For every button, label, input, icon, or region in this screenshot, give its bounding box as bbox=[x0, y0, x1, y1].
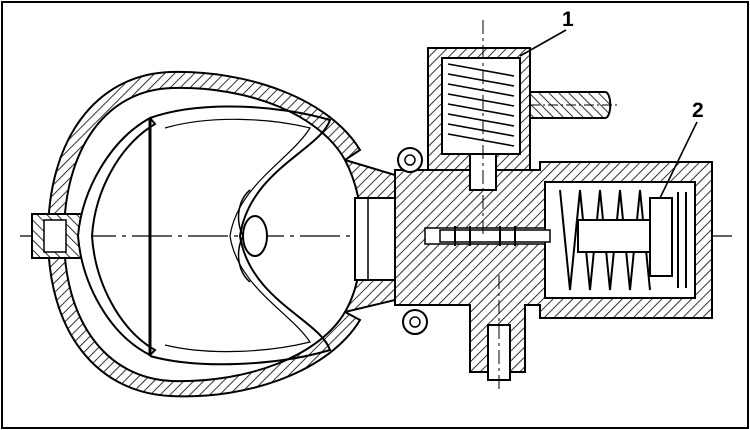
solenoid-unit bbox=[427, 20, 620, 236]
leader-line-2 bbox=[659, 121, 698, 199]
spool-rings bbox=[454, 226, 516, 246]
spool bbox=[439, 229, 551, 243]
sphere-center-ellipse bbox=[242, 215, 268, 257]
callout-2: 2 bbox=[659, 99, 704, 199]
callout-label-1: 1 bbox=[562, 8, 574, 31]
valve-body bbox=[342, 147, 713, 390]
coil-windings bbox=[447, 63, 515, 147]
cap-seals bbox=[677, 192, 687, 288]
plug-core bbox=[43, 219, 67, 253]
callout-label-2: 2 bbox=[692, 99, 704, 122]
sphere-center-neck bbox=[237, 189, 251, 283]
accumulator-sphere bbox=[31, 70, 362, 398]
plunger bbox=[577, 219, 659, 253]
diaphragm-fold-inner bbox=[164, 118, 311, 353]
plunger-cap bbox=[649, 197, 673, 277]
sphere-shell bbox=[46, 70, 362, 398]
diaphragm-fold bbox=[149, 105, 332, 366]
top-bolt-inner bbox=[404, 154, 416, 166]
callout-1: 1 bbox=[519, 8, 574, 57]
leader-line-1 bbox=[519, 29, 567, 57]
bottom-bolt-inner bbox=[409, 316, 421, 328]
